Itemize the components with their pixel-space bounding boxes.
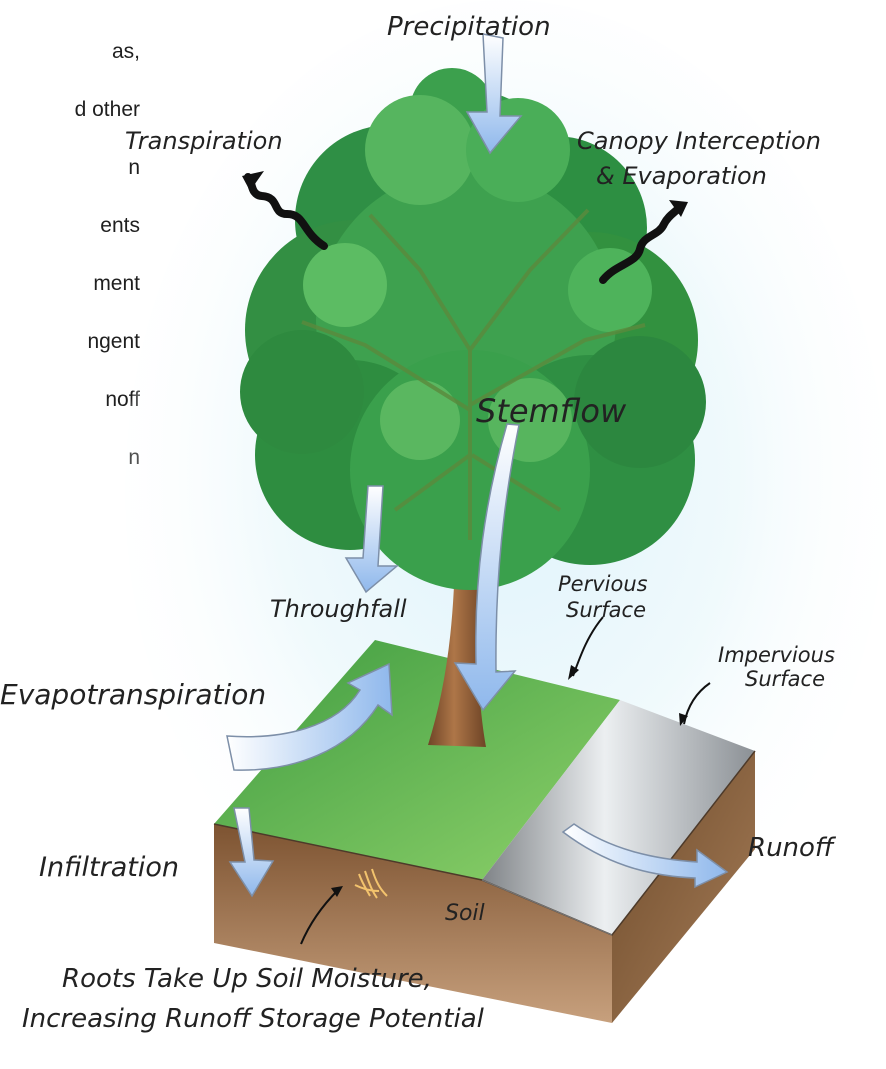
label-canopy-line-2: & Evaporation <box>596 162 767 190</box>
branch-line <box>470 453 562 512</box>
canopy-highlight <box>365 95 475 205</box>
label-runoff: Runoff <box>748 833 837 863</box>
evapotranspiration-arrow <box>226 662 393 771</box>
label-roots-line-1: Roots Take Up Soil Moisture, <box>62 964 432 994</box>
canopy-highlight <box>380 380 460 460</box>
evaporation-wavy-arrow <box>599 202 684 284</box>
clipped-side-text-line: ents <box>100 214 140 237</box>
tree <box>240 68 706 747</box>
transpiration-wavy-arrow <box>244 173 328 250</box>
curved-arrows <box>226 662 729 889</box>
label-precipitation: Precipitation <box>387 12 551 42</box>
tree-trunk <box>428 538 486 747</box>
branch-line <box>301 320 472 412</box>
pavement-edge-line <box>481 879 613 936</box>
impervious-pointer-head <box>679 713 688 726</box>
soil-side <box>612 751 755 1023</box>
branch-line <box>368 213 472 540</box>
root-strand <box>354 884 380 892</box>
label-roots-line-2: Increasing Runoff Storage Potential <box>22 1004 485 1034</box>
label-stemflow: Stemflow <box>476 392 627 430</box>
label-throughfall: Throughfall <box>270 595 407 623</box>
branch-line <box>469 323 646 407</box>
clipped-side-text-line: n <box>128 156 140 179</box>
canopy-highlight <box>303 243 387 327</box>
clipped-side-text-line: d other <box>74 98 140 121</box>
canopy-highlight <box>568 248 652 332</box>
label-canopy-line-1: Canopy Interception <box>577 127 821 155</box>
roots-pointer-head <box>331 886 343 897</box>
label-infiltration: Infiltration <box>39 852 179 883</box>
label-transpiration: Transpiration <box>125 127 283 155</box>
evaporation-arrowhead <box>669 200 688 217</box>
clipped-side-text-line: as, <box>111 40 140 63</box>
clipped-side-text-line: ngent <box>87 330 140 353</box>
impervious-pointer <box>683 682 711 725</box>
pervious-pointer-head <box>568 665 579 680</box>
root-strand <box>358 873 371 897</box>
pointer-heads <box>331 665 688 897</box>
throughfall-arrow <box>344 485 400 594</box>
impervious-surface <box>482 700 755 935</box>
label-pervious-line-2: Surface <box>566 598 646 622</box>
clipped-side-text-line: ment <box>93 272 140 295</box>
downward-arrows <box>228 33 523 898</box>
label-impervious-line-1: Impervious <box>718 643 835 667</box>
precipitation-arrow <box>465 33 523 155</box>
infiltration-arrow <box>228 807 275 898</box>
tree-canopy <box>240 68 706 590</box>
root-strand <box>371 868 388 897</box>
canopy-blob <box>574 336 706 468</box>
roots-pointer <box>300 889 339 945</box>
soil-front <box>214 824 612 1023</box>
branch-line <box>393 453 472 512</box>
roots-illustration <box>354 868 388 899</box>
vapor-arrows <box>244 173 684 284</box>
label-impervious-line-2: Surface <box>745 667 825 691</box>
transpiration-arrowhead <box>242 171 264 191</box>
tree-branches <box>301 208 646 540</box>
label-evapotranspiration: Evapotranspiration <box>0 678 266 711</box>
root-strand <box>364 870 378 899</box>
canopy-blob <box>240 330 364 454</box>
clipped-side-text: as, d other n ents ment ngent noff n <box>0 8 140 501</box>
label-soil: Soil <box>445 901 485 926</box>
label-pervious-line-1: Pervious <box>558 572 648 596</box>
grass-surface <box>214 640 620 880</box>
stemflow-arrow <box>453 423 520 712</box>
branch-line <box>468 208 590 352</box>
ground-block <box>213 640 756 1023</box>
runoff-arrow <box>561 823 729 889</box>
